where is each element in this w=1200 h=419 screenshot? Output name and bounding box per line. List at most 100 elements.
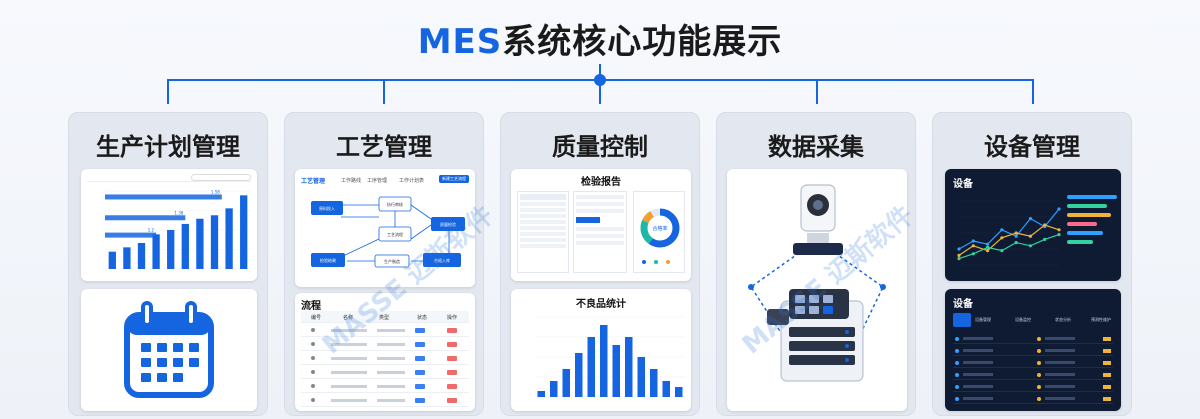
tab-route[interactable]: 工作路线 (341, 178, 362, 184)
row-cell (377, 371, 405, 374)
status-dot (955, 397, 959, 401)
equipment-row[interactable] (953, 393, 1113, 404)
donut-card: 合格率 (633, 191, 685, 273)
row-cell (331, 371, 367, 374)
row-cell (331, 385, 367, 388)
inspection-report-panel: 检验报告 合格率 (511, 169, 691, 281)
flow-node-label: 工艺流程 (387, 231, 403, 237)
col-header: 状态 (417, 315, 428, 321)
page-title: MES系统核心功能展示 (0, 14, 1200, 63)
table-row[interactable] (301, 325, 469, 337)
flow-node-label: 检验结果 (320, 257, 336, 263)
bar (167, 230, 175, 269)
row-cell (331, 343, 367, 346)
equipment-row[interactable] (953, 333, 1113, 344)
equipment-row[interactable] (953, 357, 1113, 368)
card-equipment-management[interactable]: 设备管理 设备 设备 设备管理 设备监控 状态分析 预测性维护 (932, 112, 1132, 416)
tab-maintenance[interactable]: 预测性维护 (1091, 317, 1111, 322)
table-row[interactable] (301, 381, 469, 393)
series-point (1057, 228, 1061, 232)
status-dot (1037, 337, 1041, 341)
table-row[interactable] (301, 353, 469, 365)
donut-label: 合格率 (652, 225, 667, 232)
series-point (1043, 223, 1047, 227)
pass-rate-donut: 合格率 (640, 208, 680, 264)
status-dot (1037, 385, 1041, 389)
row-cell (377, 385, 405, 388)
series-point (1028, 217, 1033, 221)
action-badge (447, 328, 457, 333)
status-dot (955, 361, 959, 365)
card-process-management[interactable]: 工艺管理 工艺管理 工作路线 工序管理 工作计划表 新建工艺流程 原料投入 执行… (284, 112, 484, 416)
bar (123, 247, 131, 269)
table-row[interactable] (301, 367, 469, 379)
status-badge (415, 328, 425, 333)
status-badge (415, 370, 425, 375)
panel-toolbar (87, 174, 251, 182)
series-point (957, 253, 961, 257)
action-badge (447, 370, 457, 375)
tab-analysis[interactable]: 状态分析 (1055, 317, 1071, 322)
tab-equipment[interactable]: 设备管理 (975, 317, 991, 322)
status-badge (1103, 337, 1111, 341)
histogram-bar (550, 381, 558, 397)
flow-node (378, 226, 412, 242)
defect-chart-panel: 不良品统计 (511, 289, 691, 411)
status-badge (415, 342, 425, 347)
defect-histogram (535, 316, 685, 398)
status-dot (955, 385, 959, 389)
ranking-bar (1067, 213, 1111, 217)
status-badge (415, 398, 425, 403)
row-cell (963, 337, 993, 340)
histogram-bar (575, 353, 583, 397)
bar (108, 251, 116, 269)
camera-icon (793, 184, 843, 255)
bar (225, 208, 233, 269)
row-cell (377, 399, 405, 402)
tab-plan[interactable]: 工作计划表 (399, 178, 425, 184)
histogram-bar (662, 381, 670, 397)
status-dot (1037, 349, 1041, 353)
search-input[interactable] (191, 174, 251, 181)
histogram-bar (612, 345, 620, 397)
card-quality-control[interactable]: 质量控制 检验报告 (500, 112, 700, 416)
histogram-bar (537, 391, 545, 397)
row-cell (963, 373, 993, 376)
tab-monitor[interactable]: 设备监控 (1015, 317, 1031, 322)
equipment-row[interactable] (953, 381, 1113, 392)
series-line (958, 234, 1060, 260)
tab-active-indicator[interactable] (953, 313, 971, 327)
series-point (1000, 236, 1004, 240)
series-point (1057, 207, 1061, 211)
row-cell (963, 397, 993, 400)
series-point (957, 247, 961, 251)
plan-bar (105, 194, 222, 200)
tab-process[interactable]: 工序管理 (367, 178, 388, 184)
plan-bar (105, 215, 186, 221)
row-cell (963, 385, 993, 388)
new-flow-button[interactable]: 新建工艺流程 (439, 175, 469, 183)
card-data-collection[interactable]: 数据采集 (716, 112, 916, 416)
action-badge (447, 384, 457, 389)
flow-node-label: 质量检验 (440, 221, 456, 227)
flow-logo: 工艺管理 (301, 178, 326, 185)
equipment-row[interactable] (953, 369, 1113, 380)
row-cell (377, 357, 405, 360)
report-detail (573, 191, 627, 273)
table-row[interactable] (301, 339, 469, 351)
tree-hub (594, 74, 606, 86)
row-cell (1045, 373, 1075, 376)
calendar-icon (124, 301, 214, 398)
flow-node (311, 253, 345, 267)
histogram-bar (637, 357, 645, 397)
series-point (985, 242, 990, 246)
table-row[interactable] (301, 395, 469, 407)
series-point (1014, 231, 1018, 235)
equipment-row[interactable] (953, 345, 1113, 356)
row-cell (963, 361, 993, 364)
status-dot (1037, 373, 1041, 377)
histogram-bar (562, 369, 570, 397)
card-title: 质量控制 (552, 133, 648, 161)
status-dot (1037, 361, 1041, 365)
